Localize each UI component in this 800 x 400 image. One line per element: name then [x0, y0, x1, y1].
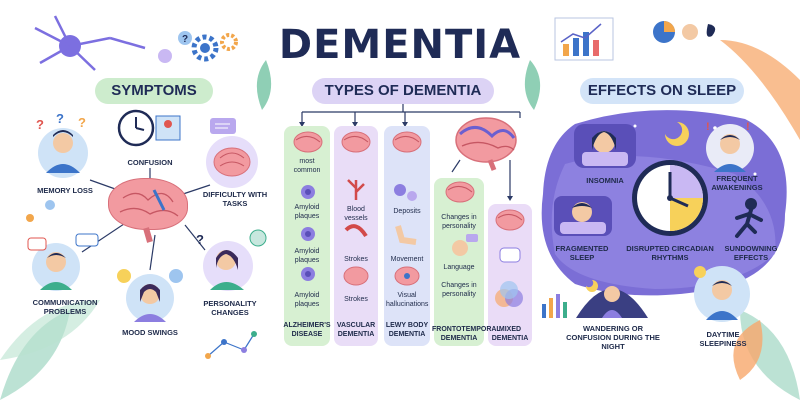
sleep-frequent: FREQUENT AWAKENINGS: [711, 174, 763, 192]
fragmented-sleep-icon: [554, 196, 612, 236]
fronto-item-3: Changes in personality: [441, 282, 477, 298]
sleep-circadian: DISRUPTED CIRCADIAN RHYTHMS: [626, 244, 714, 262]
frontotemporal-label: FRONTOTEMPORAL DEMENTIA: [432, 326, 501, 342]
svg-text:?: ?: [196, 232, 204, 247]
mood-swings-icon: [117, 269, 183, 322]
fronto-item-1: Changes in personality: [441, 214, 477, 230]
brain-detail: [119, 189, 179, 243]
alz-item-3: Amyloid plaques: [294, 248, 320, 264]
bar-chart-icon: [542, 294, 567, 318]
svg-text:!: !: [746, 121, 750, 133]
mixed-label: MIXED DEMENTIA: [491, 326, 529, 342]
symptom-confusion: CONFUSION: [127, 158, 173, 167]
alzheimers-icons: [293, 131, 323, 281]
lewy-label: LEWY BODY DEMENTIA: [385, 322, 429, 338]
vasc-item-3: Strokes: [344, 296, 368, 303]
chart-icon: [554, 17, 614, 61]
wandering-icon: [576, 280, 648, 318]
neuron-illustration: ?: [34, 15, 192, 71]
large-brain-icon: [455, 117, 517, 171]
svg-text:?: ?: [36, 117, 44, 132]
symptoms-header: SYMPTOMS: [95, 78, 213, 104]
mixed-icons: [495, 209, 525, 307]
lewy-item-1: Deposits: [393, 208, 421, 215]
svg-text:?: ?: [78, 115, 86, 130]
symptom-difficulty: DIFFICULTY WITH TASKS: [202, 190, 268, 208]
communication-icon: [27, 233, 99, 291]
page-title: DEMENTIA: [278, 22, 522, 68]
symptom-mood: MOOD SWINGS: [122, 328, 178, 337]
vasc-item-2: Strokes: [344, 256, 368, 263]
brain-icon: [108, 178, 188, 230]
brain-difficulty-icon: [206, 118, 258, 188]
network-icon: [205, 331, 257, 359]
frequent-awakenings-icon: ! !: [706, 121, 754, 172]
insomnia-icon: [574, 124, 636, 168]
frontotemporal-icons: [445, 181, 478, 256]
frontotemporal-column: [434, 178, 484, 346]
sleep-wandering: WANDERING OR CONFUSION DURING THE NIGHT: [566, 324, 660, 351]
vascular-label: VASCULAR DEMENTIA: [336, 322, 376, 338]
vascular-icons: [341, 131, 371, 286]
vasc-item-1: Blood vessels: [344, 206, 368, 222]
alz-item-2: Amyloid plaques: [294, 204, 320, 220]
memory-loss-icon: ? ? ?: [36, 111, 88, 178]
sleep-fragmented: FRAGMENTED SLEEP: [555, 244, 609, 262]
sleep-sundowning: SUNDOWNING EFFECTS: [724, 244, 778, 262]
symptom-personality: PERSONALITY CHANGES: [203, 299, 257, 317]
sleep-daytime: DAYTIME SLEEPINESS: [699, 330, 747, 348]
pie-chart-icon: [653, 21, 716, 43]
gear-icon: [191, 33, 238, 62]
sleep-header: EFFECTS ON SLEEP: [580, 78, 744, 104]
alzheimers-label: ALZHEIMER'S DISEASE: [283, 322, 331, 338]
personality-icon: ?: [196, 229, 267, 291]
fronto-item-2: Language: [443, 264, 475, 271]
types-header: TYPES OF DEMENTIA: [312, 78, 494, 104]
alz-item-4: Amyloid plaques: [294, 292, 320, 308]
alz-item-1: most common: [293, 158, 321, 174]
sundowning-icon: [735, 198, 763, 238]
svg-text:?: ?: [56, 111, 64, 126]
sleep-insomnia: INSOMNIA: [586, 176, 624, 185]
daytime-sleepiness-icon: [694, 266, 750, 322]
svg-text:!: !: [706, 121, 710, 133]
lewy-column: [384, 126, 430, 346]
lewy-item-3: Visual hallucinations: [386, 292, 429, 308]
circadian-clock-icon: [632, 160, 708, 236]
symptom-communication: COMMUNICATION PROBLEMS: [32, 298, 98, 316]
lewy-icons: [392, 131, 422, 286]
svg-text:?: ?: [182, 34, 188, 45]
lewy-item-2: Movement: [390, 256, 424, 263]
symptom-memory-loss: MEMORY LOSS: [37, 186, 93, 195]
vascular-column: [334, 126, 378, 346]
clock-map-icon: [117, 109, 181, 147]
